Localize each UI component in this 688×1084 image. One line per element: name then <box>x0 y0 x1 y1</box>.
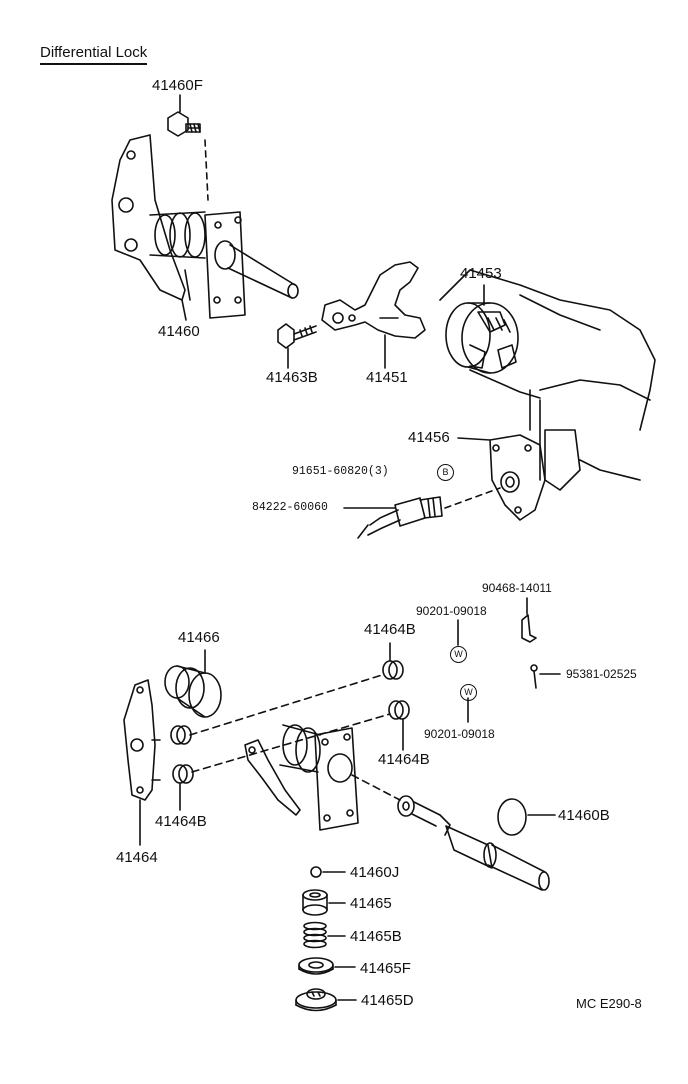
bushing-41464B-right-bottom <box>388 700 410 720</box>
part-label-41464B-left: 41464B <box>155 813 207 830</box>
plunger-41465-drawing <box>302 889 328 916</box>
bracket-41464-drawing <box>123 679 161 801</box>
part-label-84222-60060: 84222-60060 <box>252 501 328 514</box>
shift-fork-41451-drawing <box>321 261 426 339</box>
boot-41466-drawing <box>164 665 222 718</box>
bushing-41464B-right-top <box>382 660 404 680</box>
actuator-41460-drawing <box>111 134 299 319</box>
pin-95381-drawing <box>530 664 538 689</box>
spring-41465B-drawing <box>303 921 327 949</box>
part-label-95381-02525: 95381-02525 <box>566 667 637 681</box>
part-label-90201-09018-lower: 90201-09018 <box>424 727 495 741</box>
cap-41460B-drawing <box>497 798 527 836</box>
hub-sleeve-41453-drawing <box>445 302 519 374</box>
part-label-41465B: 41465B <box>350 928 402 945</box>
part-label-41463B: 41463B <box>266 369 318 386</box>
marker-w-circle-lower: W <box>460 684 477 701</box>
part-label-41465: 41465 <box>350 895 392 912</box>
bushing-41464B-left-bottom <box>172 764 194 784</box>
leader-41460 <box>181 299 187 321</box>
switch-84222-drawing <box>357 496 443 539</box>
part-label-90468-14011: 90468-14011 <box>482 581 552 595</box>
part-label-41453: 41453 <box>460 265 502 282</box>
bolt-41463B-drawing <box>277 323 317 349</box>
seat-41465D-drawing <box>295 988 337 1012</box>
housing-outline-drawing <box>439 269 656 491</box>
part-label-41465D: 41465D <box>361 992 414 1009</box>
axis-dashed-rod <box>351 774 401 801</box>
diagram-title: Differential Lock <box>40 44 148 65</box>
shift-rod-drawing <box>397 795 550 891</box>
part-label-41460J: 41460J <box>350 864 400 881</box>
part-label-41460F: 41460F <box>152 77 203 94</box>
part-label-41456: 41456 <box>408 429 450 446</box>
drawing-reference-code: MC E290-8 <box>576 996 642 1011</box>
marker-b-circle: B <box>437 464 454 481</box>
leader-41456 <box>457 437 491 441</box>
part-label-41464B-upper: 41464B <box>364 621 416 638</box>
part-label-90201-09018-upper: 90201-09018 <box>416 604 487 618</box>
part-label-41460B: 41460B <box>558 807 610 824</box>
cover-plate-41456-drawing <box>489 434 546 521</box>
ball-41460J-drawing <box>310 866 322 878</box>
part-label-41460: 41460 <box>158 323 200 340</box>
part-label-41464B-right: 41464B <box>378 751 430 768</box>
part-label-41465F: 41465F <box>360 960 411 977</box>
clip-90468-drawing <box>521 614 537 643</box>
washer-41465F-drawing <box>298 957 334 975</box>
leader-dashed-41460F <box>204 139 209 201</box>
part-label-41464: 41464 <box>116 849 158 866</box>
axis-dashed-bottom <box>191 713 391 773</box>
part-label-41451: 41451 <box>366 369 408 386</box>
actuator-lower-drawing <box>244 724 359 831</box>
part-label-91651-60820: 91651-60820(3) <box>292 465 389 478</box>
bushing-41464B-left-top <box>170 725 192 745</box>
marker-w-circle-upper: W <box>450 646 467 663</box>
axis-dashed-top <box>189 674 383 736</box>
bolt-41460F-drawing <box>167 111 201 137</box>
part-label-41466: 41466 <box>178 629 220 646</box>
leader-dashed-84222 <box>444 487 501 509</box>
